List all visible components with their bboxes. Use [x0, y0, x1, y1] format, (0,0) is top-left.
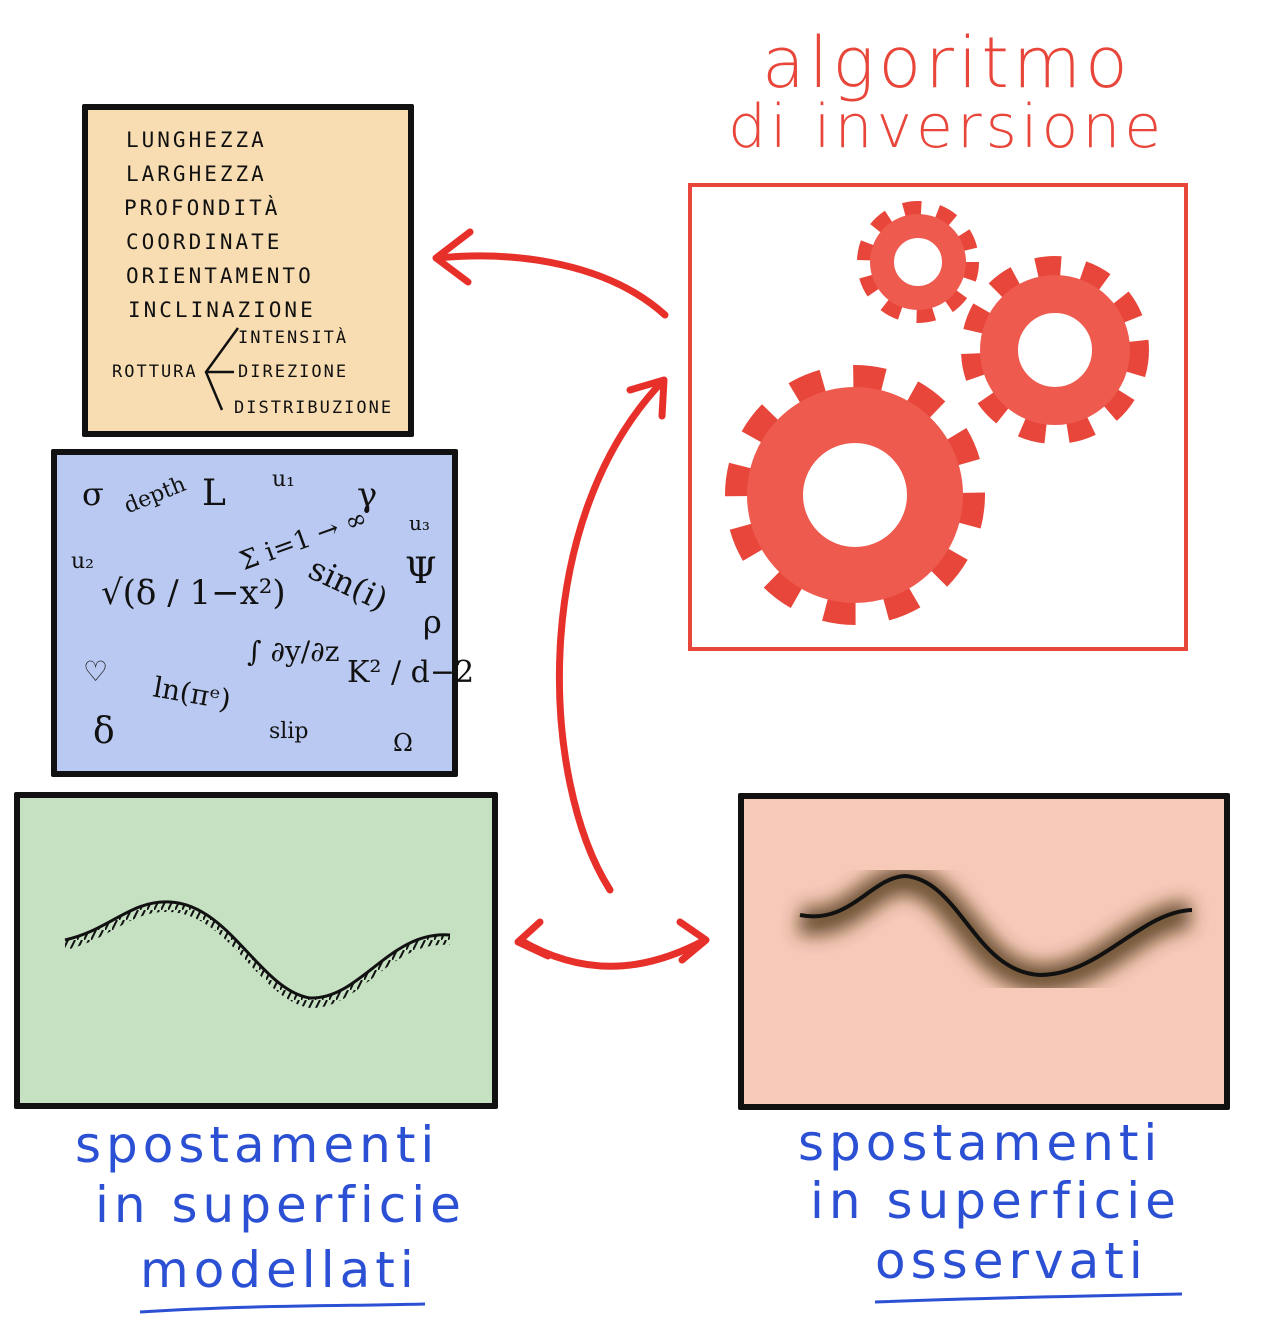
- symbol-L: L: [202, 473, 226, 514]
- symbol-k-fraction: K² / d−2: [347, 655, 475, 690]
- observed-label-line-2: in superficie: [810, 1172, 1181, 1230]
- title-line-1: algoritmo: [762, 22, 1132, 104]
- symbol-integral: ∫ ∂y/∂z: [247, 635, 340, 668]
- symbol-delta: δ: [93, 711, 115, 752]
- medium-gear-icon: [961, 256, 1149, 444]
- param-distribution: DISTRIBUZIONE: [234, 398, 394, 418]
- modeled-label-line-2: in superficie: [95, 1176, 466, 1234]
- modeled-underline: [139, 1302, 426, 1314]
- param-width: LARGHEZZA: [126, 162, 267, 186]
- symbol-heart: ♡: [83, 655, 109, 688]
- param-rupture: ROTTURA: [112, 362, 198, 382]
- param-depth: PROFONDITÀ: [124, 196, 281, 220]
- param-orientation: ORIENTAMENTO: [126, 264, 314, 288]
- symbol-sqrt-fraction: √(δ / 1−x²): [101, 573, 286, 613]
- title-line-2: di inversione: [728, 92, 1166, 162]
- symbol-rho: ρ: [423, 603, 442, 641]
- modeled-label-line-3: modellati: [140, 1241, 419, 1299]
- param-direction: DIREZIONE: [238, 362, 349, 382]
- observed-underline: [874, 1292, 1183, 1304]
- modeled-label-line-1: spostamenti: [75, 1116, 440, 1174]
- param-length: LUNGHEZZA: [126, 128, 267, 152]
- math-model-box: σ depth L u₁ γ u₃ u₂ √(δ / 1−x²) Σ i=1 →…: [51, 449, 474, 777]
- param-inclination: INCLINAZIONE: [128, 298, 316, 322]
- param-intensity: INTENSITÀ: [238, 328, 349, 348]
- parameters-box: LUNGHEZZA LARGHEZZA PROFONDITÀ COORDINAT…: [82, 104, 414, 437]
- symbol-omega: Ω: [393, 729, 413, 757]
- symbol-u1: u₁: [272, 467, 295, 492]
- arrow-feedback-to-algorithm: [555, 376, 668, 894]
- modeled-displacement-box: [14, 792, 498, 1109]
- symbol-slip: slip: [269, 719, 309, 744]
- symbol-psi: Ψ: [405, 551, 437, 592]
- large-gear-icon: [725, 365, 985, 625]
- rupture-branch-icon: [204, 327, 240, 411]
- observed-label-line-1: spostamenti: [798, 1114, 1163, 1172]
- small-gear-icon: [857, 201, 979, 323]
- observed-surface-curve: [799, 873, 1193, 978]
- symbol-u2: u₂: [71, 549, 94, 574]
- symbol-gamma: γ: [357, 475, 378, 515]
- symbol-u3: u₃: [409, 511, 430, 535]
- observed-label-line-3: osservati: [875, 1232, 1148, 1290]
- arrow-to-parameters: [432, 228, 669, 319]
- comparison-double-arrow: [514, 918, 710, 970]
- inversion-algorithm-box: [688, 183, 1188, 651]
- symbol-sigma: σ: [82, 475, 104, 513]
- param-coordinates: COORDINATE: [126, 230, 283, 254]
